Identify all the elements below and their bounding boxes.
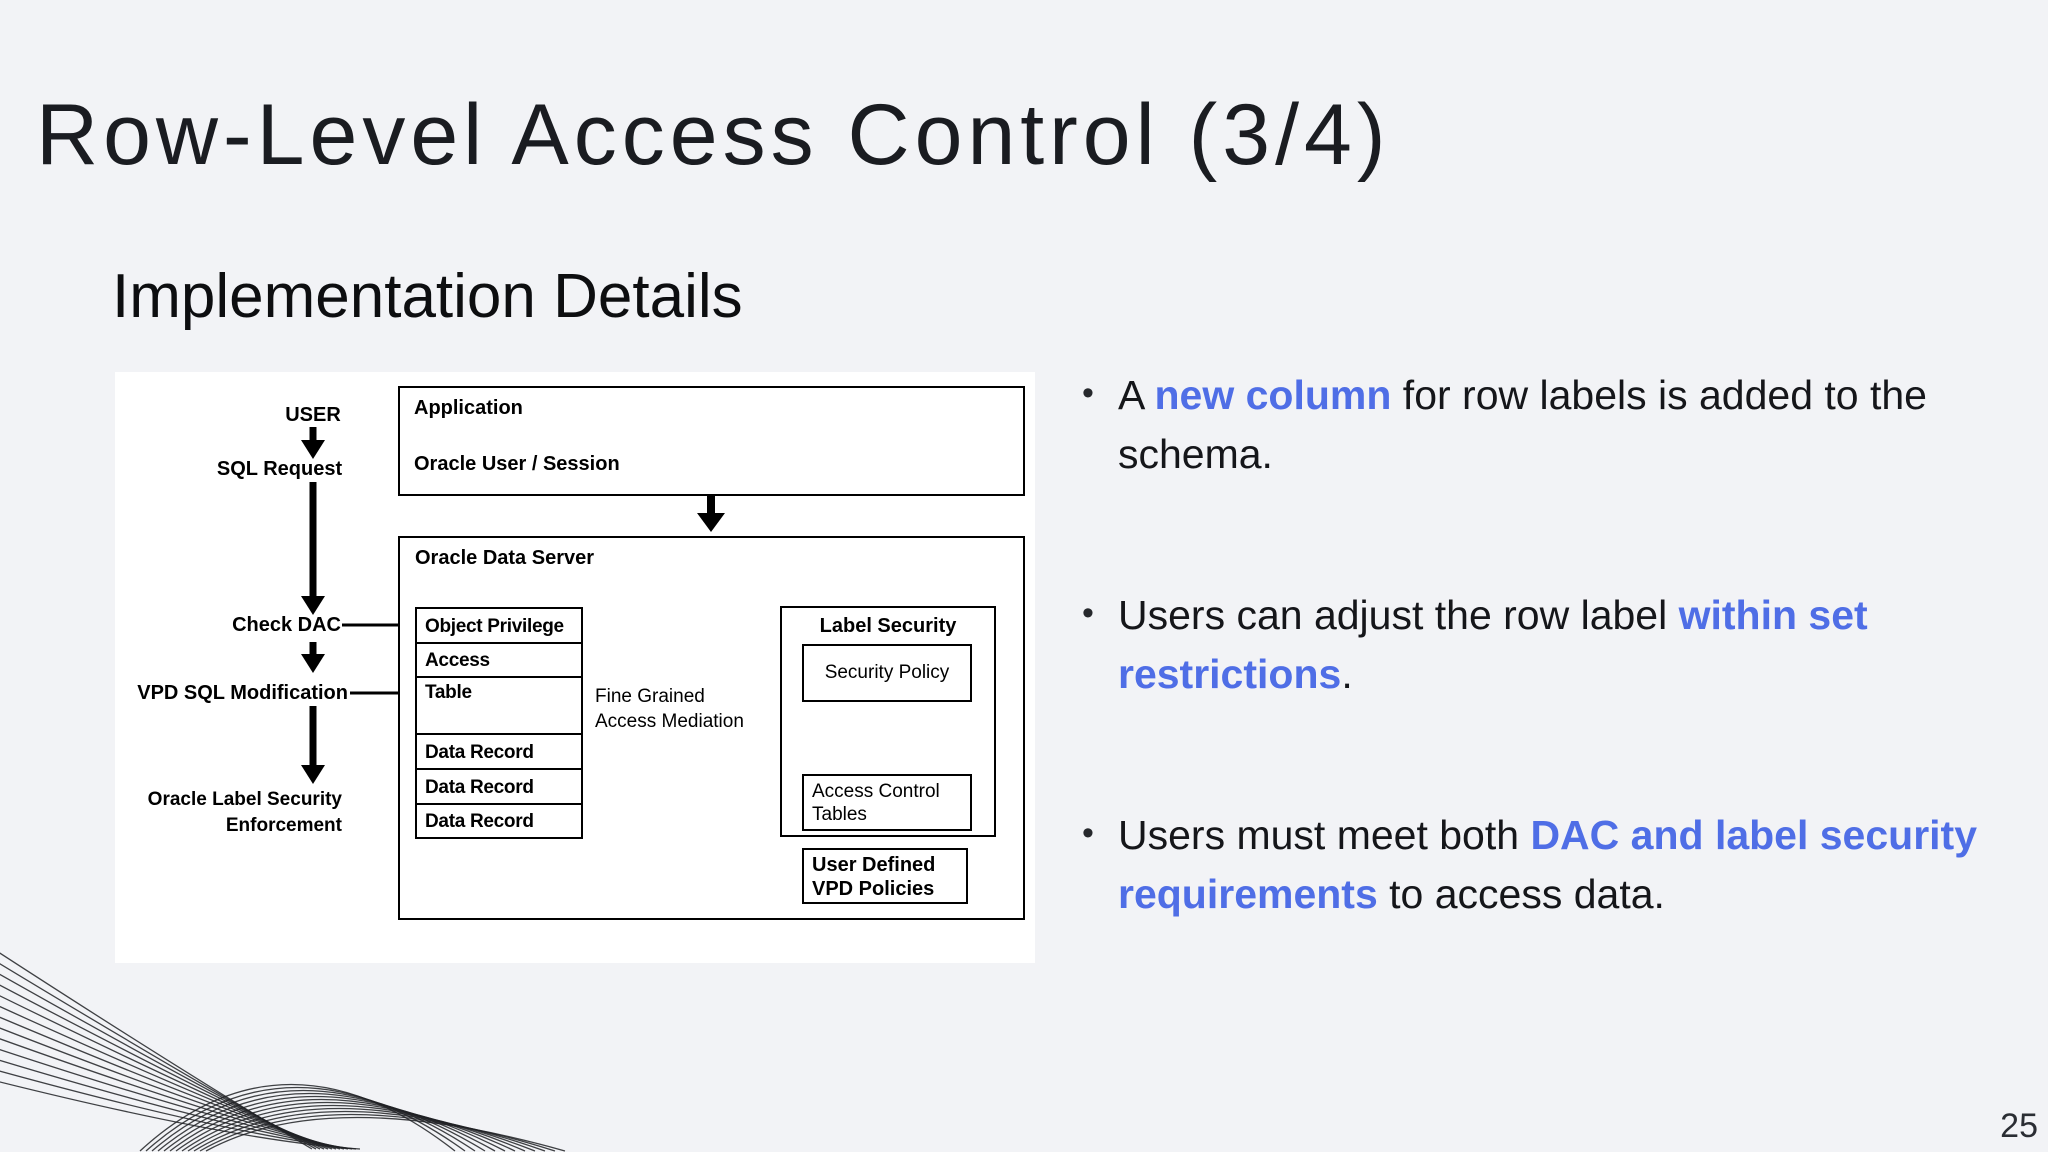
stack-row-data-record-3: Data Record bbox=[415, 803, 583, 839]
down-arrow-icon bbox=[301, 482, 325, 615]
user-defined-line1: User Defined bbox=[812, 854, 936, 876]
access-control-line2: Tables bbox=[812, 804, 867, 825]
fine-grained-caption: Fine Grained Access Mediation bbox=[595, 684, 744, 734]
user-label: USER bbox=[285, 404, 341, 426]
application-box: Application Oracle User / Session bbox=[398, 386, 1025, 496]
label-security-title: Label Security bbox=[819, 615, 957, 637]
sql-request-label: SQL Request bbox=[216, 458, 343, 480]
down-arrow-icon bbox=[301, 427, 325, 459]
wave-decoration bbox=[0, 952, 566, 1152]
bullet-list: A new column for row labels is added to … bbox=[1080, 364, 1980, 1026]
down-arrow-icon bbox=[301, 642, 325, 673]
user-defined-line2: VPD Policies bbox=[812, 878, 935, 900]
bullet-text-segment: . bbox=[1341, 651, 1353, 697]
user-defined-vpd-policies-label: User Defined VPD Policies bbox=[812, 853, 935, 901]
user-defined-vpd-policies-box: User Defined VPD Policies bbox=[802, 848, 968, 904]
stack-row-object-privilege: Object Privilege bbox=[415, 607, 583, 644]
bullet-accent-segment: new column bbox=[1154, 372, 1392, 418]
bullet-text-segment: to access data. bbox=[1377, 871, 1665, 917]
object-stack: Object Privilege Access Table Data Recor… bbox=[415, 607, 583, 839]
security-policy-label: Security Policy bbox=[824, 662, 950, 683]
bullet-accent-segment: DAC and label security requirements bbox=[1118, 812, 1978, 917]
bullet-text-segment: A bbox=[1118, 372, 1155, 418]
security-policy-box: Security Policy bbox=[802, 644, 972, 702]
bullet-item-dac-requirements: Users must meet both DAC and label secur… bbox=[1080, 804, 1980, 924]
stack-row-data-record-1: Data Record bbox=[415, 733, 583, 770]
bullet-text-segment: Users must meet both bbox=[1118, 812, 1531, 858]
oracle-user-session-label: Oracle User / Session bbox=[414, 453, 620, 475]
page-number: 25 bbox=[2000, 1107, 2038, 1145]
stack-row-data-record-2: Data Record bbox=[415, 768, 583, 805]
access-control-line1: Access Control bbox=[812, 781, 940, 802]
stack-row-access: Access bbox=[415, 642, 583, 678]
bullet-accent-segment: within set restrictions bbox=[1118, 592, 1868, 697]
bullet-text-segment: Users can adjust the row label bbox=[1118, 592, 1679, 638]
down-arrow-icon bbox=[697, 496, 725, 532]
fine-grained-line1: Fine Grained bbox=[595, 686, 705, 707]
down-arrow-icon bbox=[301, 706, 325, 784]
architecture-diagram-panel: USER SQL Request Check DAC VPD SQL Modif… bbox=[115, 372, 1035, 963]
check-dac-label: Check DAC bbox=[232, 614, 341, 636]
bullet-item-new-column: A new column for row labels is added to … bbox=[1080, 364, 1980, 484]
bullet-text-segment: for row labels is added to the schema. bbox=[1118, 372, 1927, 477]
bullet-item-row-label: Users can adjust the row label within se… bbox=[1080, 584, 1980, 704]
ols-enforcement-label: Oracle Label Security Enforcement bbox=[125, 787, 342, 839]
slide-title: Row-Level Access Control (3/4) bbox=[36, 86, 1391, 183]
fine-grained-line2: Access Mediation bbox=[595, 711, 744, 732]
oracle-data-server-label: Oracle Data Server bbox=[415, 547, 595, 569]
stack-row-table: Table bbox=[415, 676, 583, 735]
application-label: Application bbox=[414, 397, 523, 419]
access-control-tables-label: Access Control Tables bbox=[812, 780, 940, 826]
ols-enforcement-line1: Oracle Label Security bbox=[147, 789, 342, 810]
access-control-tables-box: Access Control Tables bbox=[802, 774, 972, 831]
label-security-box: Label Security Security Policy Access Co… bbox=[780, 606, 996, 837]
slide-subtitle: Implementation Details bbox=[112, 262, 743, 332]
ols-enforcement-line2: Enforcement bbox=[225, 815, 342, 836]
vpd-sql-modification-label: VPD SQL Modification bbox=[137, 682, 348, 704]
